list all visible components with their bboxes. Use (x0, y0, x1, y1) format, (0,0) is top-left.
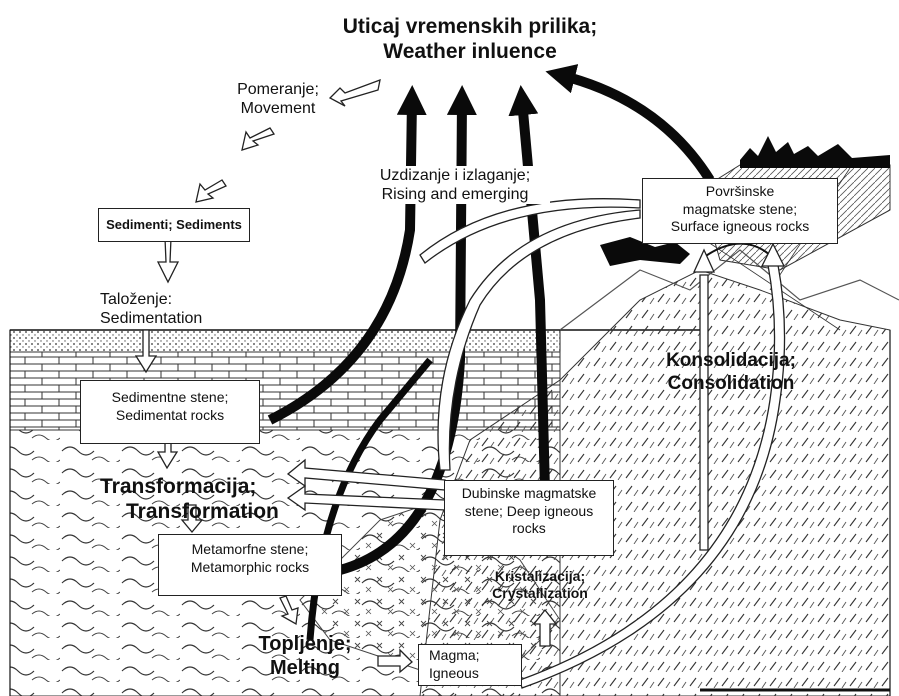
label-rising-emerging: Uzdizanje i izlaganje; Rising and emergi… (360, 166, 550, 204)
box-sediments: Sedimenti; Sediments (98, 208, 250, 242)
label-crystallization-line-1: Kristalizacija; (470, 568, 610, 585)
title-line-1: Uticaj vremenskih prilika; (340, 14, 600, 39)
box-metamorphic-line-2: Metamorphic rocks (159, 559, 341, 577)
label-movement-line-2: Movement (218, 99, 338, 118)
arrow-surface-to-weather (560, 75, 710, 180)
label-melting-line-2: Melting (250, 656, 360, 680)
box-metamorphic-rocks: Metamorfne stene; Metamorphic rocks (158, 534, 342, 596)
box-deep-line-1: Dubinske magmatske (445, 485, 613, 503)
box-surface-line-3: Surface igneous rocks (643, 218, 837, 236)
label-crystallization: Kristalizacija; Crystallization (470, 568, 610, 602)
box-magma-line-1: Magma; (429, 647, 521, 665)
label-movement: Pomeranje; Movement (218, 80, 338, 118)
box-surface-igneous: Površinske magmatske stene; Surface igne… (642, 178, 838, 244)
box-sediments-text: Sedimenti; Sediments (106, 217, 242, 232)
box-magma: Magma; Igneous (418, 644, 522, 686)
label-consolidation-line-2: Consolidation (656, 373, 806, 396)
box-sedimentary-rocks: Sedimentne stene; Sedimentat rocks (80, 380, 260, 444)
box-deep-igneous: Dubinske magmatske stene; Deep igneous r… (444, 480, 614, 556)
label-sedimentation-line-2: Sedimentation (100, 309, 220, 328)
box-deep-line-3: rocks (445, 520, 613, 538)
box-magma-line-2: Igneous (429, 665, 521, 683)
label-transformation: Transformacija; Transformation (100, 474, 300, 524)
label-consolidation: Konsolidacija; Consolidation (656, 350, 806, 396)
arrow-consolidation-left (700, 275, 708, 550)
label-melting: Topljenje; Melting (250, 632, 360, 680)
title-weather-influence: Uticaj vremenskih prilika; Weather inlue… (340, 14, 600, 64)
arrow-sediments-down (158, 238, 178, 282)
label-movement-line-1: Pomeranje; (218, 80, 338, 99)
box-sedimentary-line-2: Sedimentat rocks (81, 407, 259, 425)
box-sedimentary-line-1: Sedimentne stene; (81, 389, 259, 407)
box-surface-line-2: magmatske stene; (643, 201, 837, 219)
box-surface-line-1: Površinske (643, 183, 837, 201)
label-transformation-line-1: Transformacija; (100, 474, 300, 499)
label-sedimentation: Taloženje: Sedimentation (100, 290, 220, 328)
box-deep-line-2: stene; Deep igneous (445, 503, 613, 521)
label-rising-line-2: Rising and emerging (360, 185, 550, 204)
label-consolidation-line-1: Konsolidacija; (656, 350, 806, 373)
label-transformation-line-2: Transformation (100, 499, 300, 524)
arrow-to-sediments (196, 180, 226, 202)
title-line-2: Weather inluence (340, 39, 600, 64)
label-crystallization-line-2: Crystallization (470, 585, 610, 602)
label-rising-line-1: Uzdizanje i izlaganje; (360, 166, 550, 185)
label-melting-line-1: Topljenje; (250, 632, 360, 656)
box-metamorphic-line-1: Metamorfne stene; (159, 541, 341, 559)
arrow-movement-down (242, 128, 274, 150)
sand-layer (10, 330, 560, 352)
lava-flow-top (740, 136, 890, 168)
label-sedimentation-line-1: Taloženje: (100, 290, 220, 309)
